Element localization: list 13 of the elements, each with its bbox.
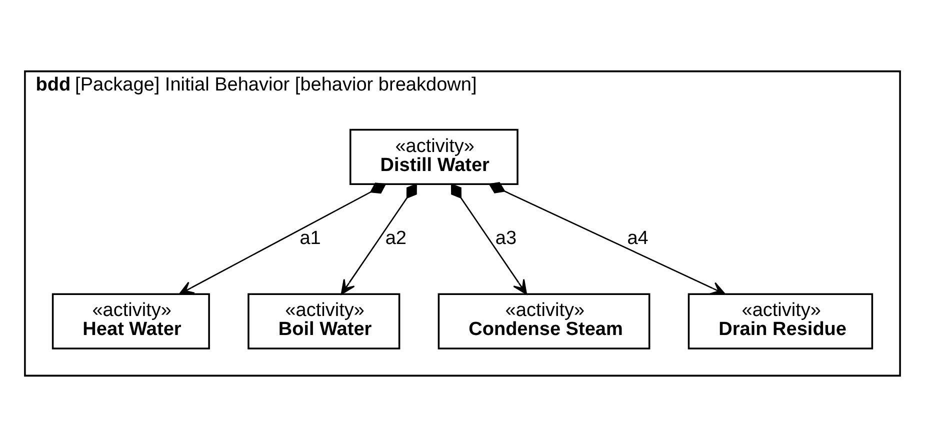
node-box: «activity» Drain Residue: [688, 293, 874, 350]
edge-label: a1: [300, 228, 321, 250]
node-box: «activity» Boil Water: [248, 293, 400, 350]
node-box: «activity» Heat Water: [52, 293, 210, 350]
arrow: [340, 183, 417, 295]
edge-label: a2: [385, 228, 406, 250]
arrow: [178, 182, 386, 295]
arrow: [488, 182, 726, 295]
edge-label: a3: [495, 228, 517, 250]
node-box: «activity» Condense Steam: [438, 293, 650, 350]
node-box: «activity» Distill Water: [350, 128, 518, 185]
edge-label: a4: [627, 228, 648, 250]
arrow: [450, 183, 528, 295]
